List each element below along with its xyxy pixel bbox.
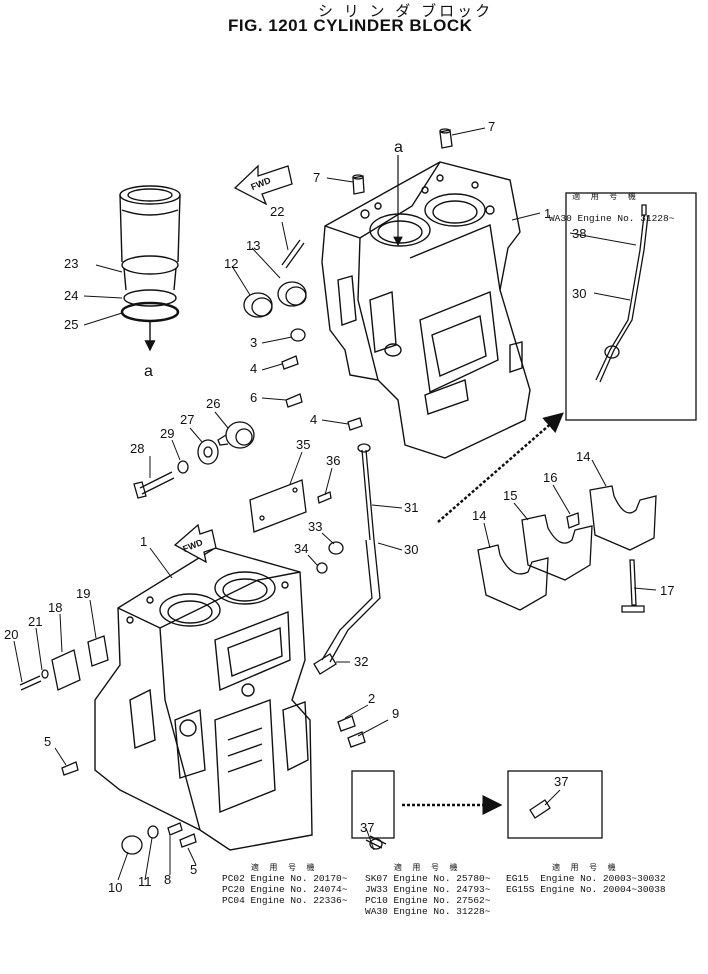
applicability-line: WA30 Engine No. 31228~ bbox=[365, 906, 491, 917]
applicability-line: EG15 Engine No. 20003~30032 bbox=[506, 873, 666, 884]
callout-4-a: 4 bbox=[250, 361, 257, 376]
callout-23: 23 bbox=[64, 256, 78, 271]
inset-box-sensor-a bbox=[351, 770, 395, 839]
callout-22: 22 bbox=[270, 204, 284, 219]
callout-21: 21 bbox=[28, 614, 42, 629]
callout-24: 24 bbox=[64, 288, 78, 303]
callout-20: 20 bbox=[4, 627, 18, 642]
callout-11: 11 bbox=[138, 874, 152, 889]
callout-numbers: 1 7 7 22 13 12 23 24 25 3 4 6 4 26 27 29… bbox=[4, 119, 674, 895]
callout-30-inset: 30 bbox=[572, 286, 586, 301]
applicability-line: PC10 Engine No. 27562~ bbox=[365, 895, 491, 906]
callout-25: 25 bbox=[64, 317, 78, 332]
callout-26: 26 bbox=[206, 396, 220, 411]
callout-6: 6 bbox=[250, 390, 257, 405]
callout-4-b: 4 bbox=[310, 412, 317, 427]
callout-8: 8 bbox=[164, 872, 171, 887]
callout-13: 13 bbox=[246, 238, 260, 253]
callout-2: 2 bbox=[368, 691, 375, 706]
callout-1-upper: 1 bbox=[544, 206, 551, 221]
applicability-line: SK07 Engine No. 25780~ bbox=[365, 873, 491, 884]
applicability-line: EG15S Engine No. 20004~30038 bbox=[506, 884, 666, 895]
section-label-a-bottom: a bbox=[144, 363, 153, 380]
callout-31: 31 bbox=[404, 500, 418, 515]
callout-14-a: 14 bbox=[576, 449, 590, 464]
leader-lines bbox=[13, 127, 657, 881]
callout-34: 34 bbox=[294, 541, 308, 556]
inset-box-dipstick bbox=[565, 192, 697, 421]
callout-32: 32 bbox=[354, 654, 368, 669]
fwd-arrow-upper bbox=[233, 164, 293, 206]
page-title-jp: シ リ ン ダ ブロック bbox=[318, 2, 494, 20]
applicability-line: JW33 Engine No. 24793~ bbox=[365, 884, 491, 895]
bearing-caps bbox=[477, 485, 657, 613]
callout-33: 33 bbox=[308, 519, 322, 534]
callout-37-a: 37 bbox=[360, 820, 374, 835]
callout-17: 17 bbox=[660, 583, 674, 598]
callout-36: 36 bbox=[326, 453, 340, 468]
applicability-line: PC04 Engine No. 22336~ bbox=[222, 895, 348, 906]
inset-box-sensor-b bbox=[507, 770, 603, 839]
callout-9: 9 bbox=[392, 706, 399, 721]
inset-applicability-line: WA30 Engine No. 31228~ bbox=[548, 213, 675, 224]
callout-10: 10 bbox=[108, 880, 122, 895]
callout-5-b: 5 bbox=[190, 862, 197, 877]
callout-1-lower: 1 bbox=[140, 534, 147, 549]
callout-7-a: 7 bbox=[488, 119, 495, 134]
section-label-a-top: a bbox=[394, 139, 403, 156]
callout-19: 19 bbox=[76, 586, 90, 601]
callout-16: 16 bbox=[543, 470, 557, 485]
callout-27: 27 bbox=[180, 412, 194, 427]
callout-3: 3 bbox=[250, 335, 257, 350]
callout-37-b: 37 bbox=[554, 774, 568, 789]
callout-38: 38 bbox=[572, 226, 586, 241]
inset-applicability: 適 用 号 機 WA30 Engine No. 31228~ bbox=[548, 192, 675, 224]
bearing-arrow bbox=[437, 412, 564, 523]
cylinder-liner bbox=[119, 185, 181, 352]
callout-18: 18 bbox=[48, 600, 62, 615]
callout-30-lower: 30 bbox=[404, 542, 418, 557]
callout-5-a: 5 bbox=[44, 734, 51, 749]
applicability-line: PC20 Engine No. 24074~ bbox=[222, 884, 348, 895]
callout-28: 28 bbox=[130, 441, 144, 456]
callout-29: 29 bbox=[160, 426, 174, 441]
callout-35: 35 bbox=[296, 437, 310, 452]
inset-dipstick-parts bbox=[595, 204, 649, 383]
small-parts bbox=[19, 128, 551, 855]
applicability-line: PC02 Engine No. 20170~ bbox=[222, 873, 348, 884]
page-title: FIG. 1201 CYLINDER BLOCK bbox=[228, 16, 473, 35]
callout-12: 12 bbox=[224, 256, 238, 271]
upper-cylinder-block bbox=[321, 161, 531, 459]
callout-15: 15 bbox=[503, 488, 517, 503]
arrow-labels: a a FWD FWD bbox=[144, 139, 403, 554]
fwd-arrow-lower bbox=[173, 523, 217, 564]
callout-14-b: 14 bbox=[472, 508, 486, 523]
callout-7-b: 7 bbox=[313, 170, 320, 185]
lower-cylinder-block bbox=[94, 547, 313, 851]
